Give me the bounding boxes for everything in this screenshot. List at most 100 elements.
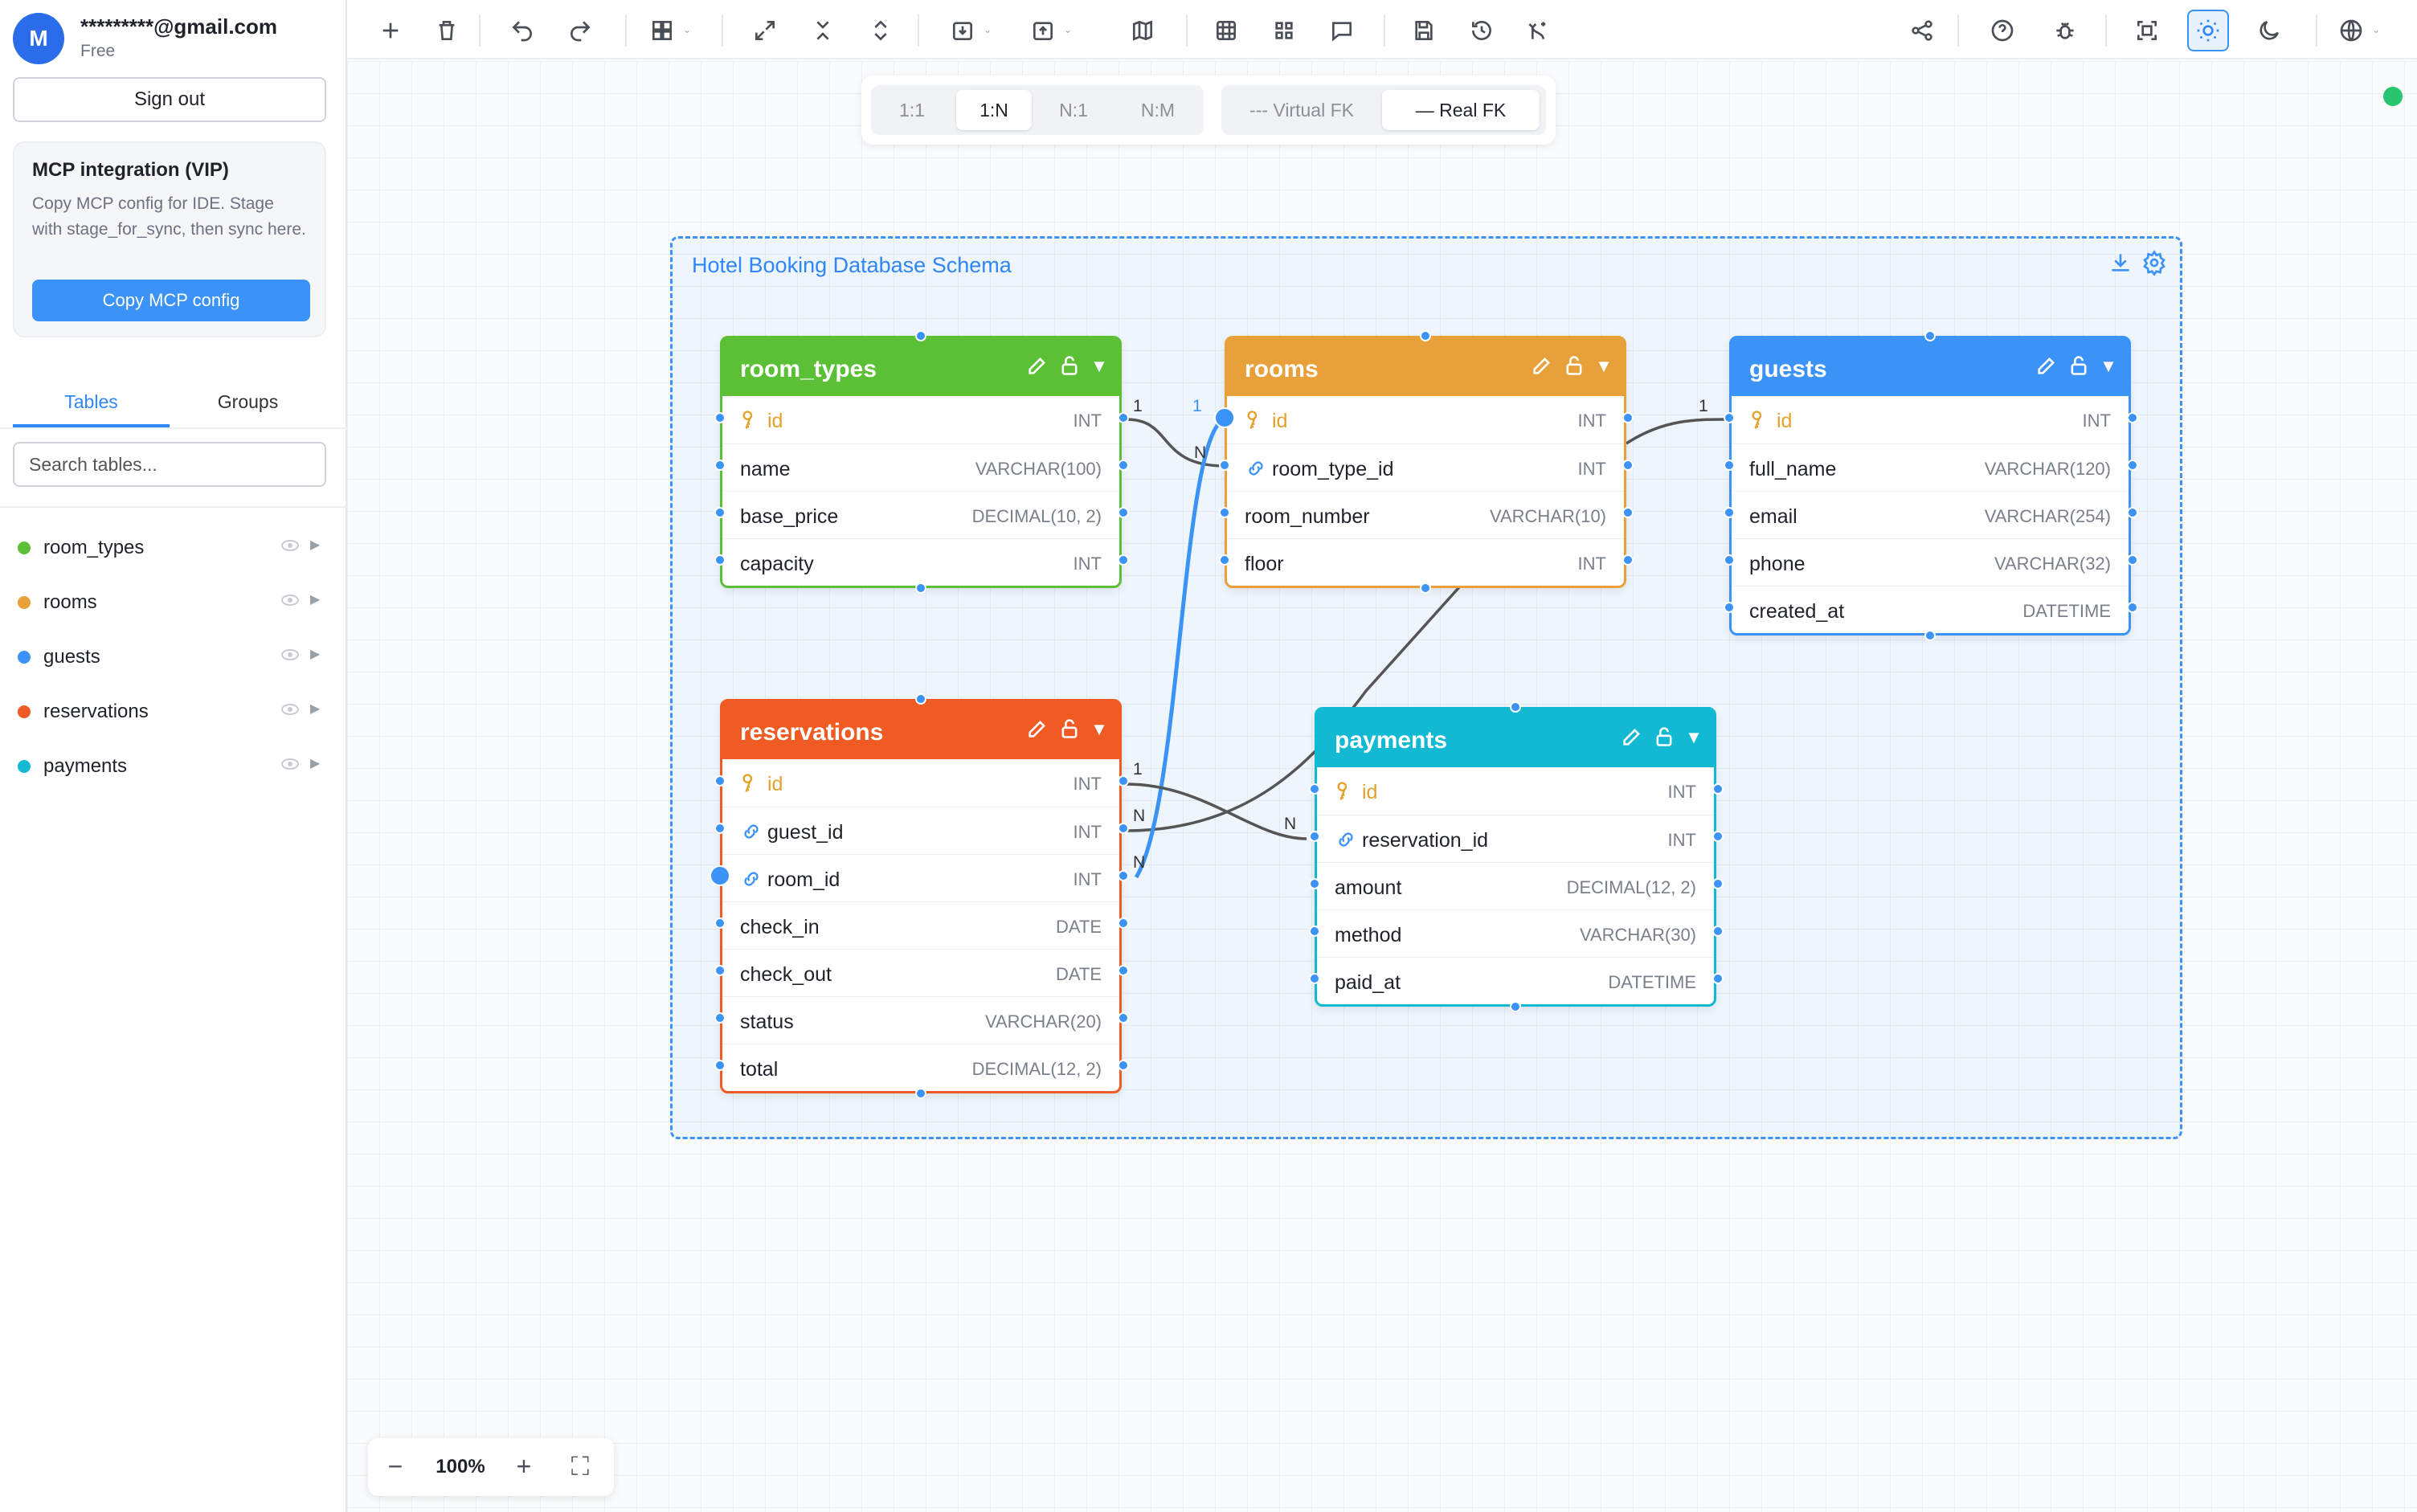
connection-handle[interactable]	[915, 330, 926, 341]
chevron-down-icon[interactable]: ⌄	[1064, 24, 1073, 35]
connection-handle[interactable]	[1712, 926, 1724, 937]
connection-handle[interactable]	[1118, 870, 1129, 881]
sidebar-table-item[interactable]: reservations▶	[0, 684, 347, 739]
connection-handle[interactable]	[1118, 917, 1129, 929]
expand-button[interactable]	[744, 10, 786, 51]
connection-handle[interactable]	[714, 917, 726, 929]
connection-handle[interactable]	[1118, 412, 1129, 423]
chevron-down-icon[interactable]: ▼	[1090, 356, 1108, 376]
eye-icon[interactable]	[281, 595, 299, 606]
lock-icon[interactable]	[1563, 354, 1587, 378]
connection-handle[interactable]	[2127, 412, 2138, 423]
search-tables-input[interactable]	[13, 442, 326, 487]
import-button[interactable]	[942, 10, 984, 51]
lock-icon[interactable]	[1058, 354, 1082, 378]
chevron-down-icon[interactable]: ▼	[1685, 727, 1703, 747]
expand-arrow-icon[interactable]: ▶	[310, 593, 321, 607]
comment-button[interactable]	[1321, 10, 1363, 51]
connection-handle[interactable]	[1309, 878, 1320, 889]
connection-handle[interactable]	[1118, 1012, 1129, 1024]
tab-tables[interactable]: Tables	[13, 384, 170, 427]
connection-handle[interactable]	[1724, 554, 1735, 566]
connection-handle[interactable]	[1309, 973, 1320, 984]
connection-handle[interactable]	[2127, 507, 2138, 518]
edit-icon[interactable]	[1621, 725, 1645, 750]
connection-handle[interactable]	[1309, 926, 1320, 937]
table-header[interactable]: guests▼	[1732, 338, 2129, 396]
zoom-out-button[interactable]: −	[387, 1452, 403, 1481]
lock-icon[interactable]	[2067, 354, 2092, 378]
eye-icon[interactable]	[281, 540, 299, 551]
zoom-in-button[interactable]: +	[516, 1452, 532, 1481]
connection-handle[interactable]	[2127, 602, 2138, 613]
chevron-down-icon[interactable]: ⌄	[2372, 24, 2381, 35]
connection-handle[interactable]	[1622, 412, 1634, 423]
expand-arrow-icon[interactable]: ▶	[310, 702, 321, 716]
chevron-down-icon[interactable]: ⌄	[984, 24, 992, 35]
eye-icon[interactable]	[281, 649, 299, 660]
chevron-down-icon[interactable]: ▼	[1595, 356, 1613, 376]
connection-handle[interactable]	[1712, 783, 1724, 795]
history-button[interactable]	[1461, 10, 1503, 51]
apps-button[interactable]	[1263, 10, 1305, 51]
screenshot-button[interactable]	[2126, 10, 2168, 51]
eye-icon[interactable]	[281, 704, 299, 715]
undo-button[interactable]	[501, 10, 543, 51]
delete-button[interactable]	[426, 10, 468, 51]
real-fk-option[interactable]: — Real FK	[1382, 90, 1540, 130]
connection-handle[interactable]	[714, 460, 726, 471]
fit-view-button[interactable]: ⛶	[571, 1452, 590, 1481]
connection-handle[interactable]	[714, 823, 726, 834]
connection-handle[interactable]	[714, 1060, 726, 1071]
edit-icon[interactable]	[1531, 354, 1555, 378]
connection-handle[interactable]	[915, 1088, 926, 1099]
branch-button[interactable]	[1517, 10, 1559, 51]
expand-vertical-button[interactable]	[860, 10, 902, 51]
chevron-down-icon[interactable]: ▼	[1090, 719, 1108, 739]
expand-arrow-icon[interactable]: ▶	[310, 538, 321, 552]
sidebar-table-item[interactable]: payments▶	[0, 739, 347, 794]
collapse-vertical-button[interactable]	[802, 10, 844, 51]
table-header[interactable]: payments▼	[1317, 709, 1714, 767]
table-header[interactable]: reservations▼	[722, 701, 1119, 759]
connection-handle[interactable]	[915, 693, 926, 705]
connection-handle[interactable]	[1724, 507, 1735, 518]
bug-button[interactable]	[2044, 10, 2086, 51]
layout-button[interactable]	[641, 10, 683, 51]
connection-handle[interactable]	[1118, 965, 1129, 976]
connection-handle[interactable]	[1510, 701, 1521, 713]
connection-handle[interactable]	[1924, 330, 1936, 341]
connection-handle[interactable]	[1309, 831, 1320, 842]
chevron-down-icon[interactable]: ▼	[2100, 356, 2117, 376]
connection-handle[interactable]	[1622, 460, 1634, 471]
connection-handle[interactable]	[1118, 1060, 1129, 1071]
connection-handle[interactable]	[2127, 554, 2138, 566]
table-header[interactable]: room_types▼	[722, 338, 1119, 396]
connection-handle[interactable]	[1219, 460, 1230, 471]
connection-handle[interactable]	[1420, 330, 1431, 341]
connection-handle[interactable]	[2127, 460, 2138, 471]
connection-handle[interactable]	[714, 775, 726, 787]
copy-mcp-config-button[interactable]: Copy MCP config	[32, 280, 310, 321]
connection-handle[interactable]	[1118, 823, 1129, 834]
connection-handle[interactable]	[714, 554, 726, 566]
table-header[interactable]: rooms▼	[1227, 338, 1624, 396]
